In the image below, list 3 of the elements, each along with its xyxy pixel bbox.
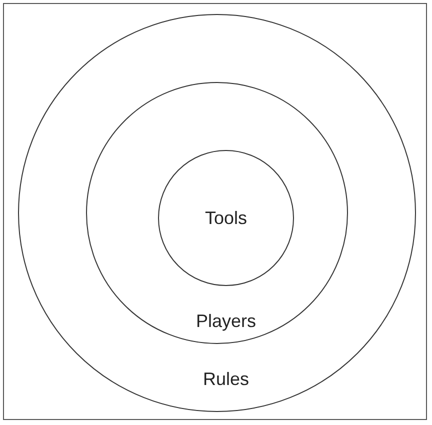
circle-label: Rules bbox=[202, 370, 250, 390]
circle-label: Players bbox=[196, 312, 256, 332]
circle-label: Tools bbox=[204, 209, 248, 229]
